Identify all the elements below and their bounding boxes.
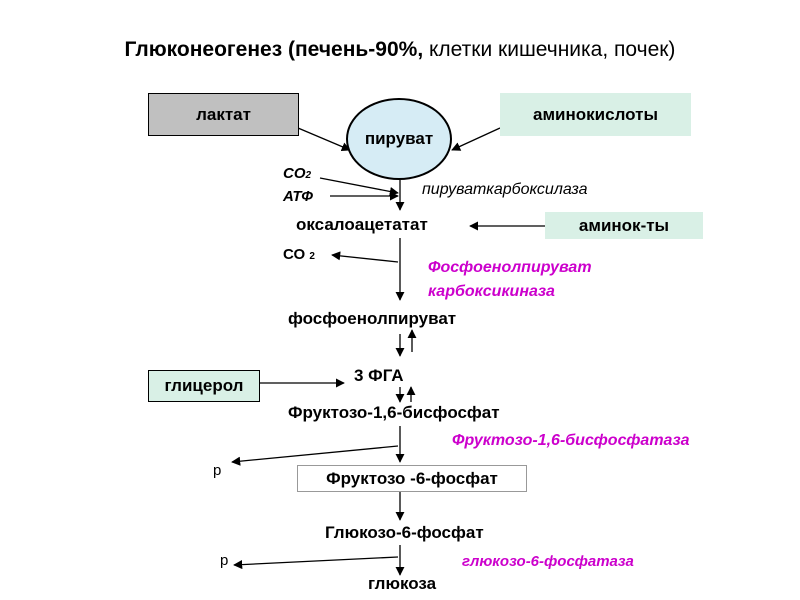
aminok-box: аминок-ты: [545, 212, 703, 239]
amino-acids-box: аминокислоты: [500, 93, 691, 136]
oxaloacetate-label: оксалоацетатат: [296, 215, 428, 234]
atp-label: АТФ: [283, 188, 313, 205]
co2-in-label: СО2: [283, 165, 312, 182]
lactate-box: лактат: [148, 93, 299, 136]
arrow-co2-out: [331, 251, 399, 263]
pepck-label-line1: Фосфоенолпируват: [428, 259, 592, 276]
title-rest: клетки кишечника, почек): [423, 38, 676, 61]
f6p-box: Фруктозо -6-фосфат: [297, 465, 527, 492]
pyruvate-carboxylase-label: пируваткарбоксилаза: [422, 181, 588, 198]
lactate-label: лактат: [196, 104, 251, 124]
glycerol-label: глицерол: [164, 376, 244, 395]
pyruvate-ellipse: пируват: [346, 98, 452, 180]
glucose-label: глюкоза: [368, 574, 437, 593]
pga-label: 3 ФГА: [354, 366, 404, 385]
arrow-co2-in: [319, 177, 399, 196]
f6p-label: Фруктозо -6-фосфат: [326, 468, 498, 488]
arrow-amino-pyruvate: [451, 127, 501, 151]
p1-label: р: [213, 462, 222, 479]
pep-label: фосфоенолпируват: [288, 309, 457, 328]
g6pase-label: глюкозо-6-фосфатаза: [462, 553, 634, 570]
g6p-label: Глюкозо-6-фосфат: [325, 523, 484, 542]
co2-out-label: СО 2: [283, 246, 315, 263]
arrow-p2-out: [233, 556, 399, 570]
amino-acids-label: аминокислоты: [533, 104, 658, 124]
page-title: Глюконеогенез (печень-90%, клетки кишечн…: [0, 38, 800, 62]
title-main: Глюконеогенез (печень-90%,: [124, 38, 424, 61]
fbpase-label: Фруктозо-1,6-бисфосфатаза: [452, 432, 690, 449]
p2-label: р: [220, 552, 229, 569]
aminok-label: аминок-ты: [578, 215, 670, 235]
arrow-lactate-pyruvate: [297, 127, 351, 151]
pepck-label-line2: карбоксикиназа: [428, 283, 555, 300]
f16bp-label: Фруктозо-1,6-бисфосфат: [288, 403, 500, 422]
glycerol-box: глицерол: [148, 370, 260, 402]
pyruvate-label: пируват: [364, 129, 434, 148]
arrow-p1-out: [231, 445, 399, 466]
